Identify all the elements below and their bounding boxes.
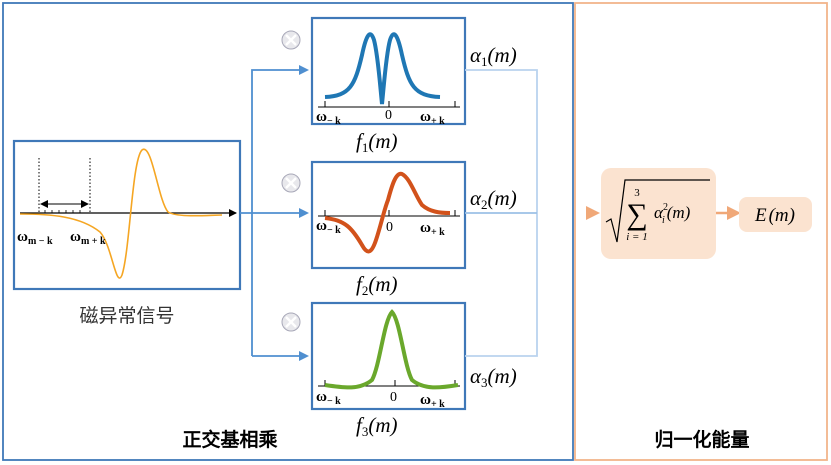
basis-curve-2 — [324, 171, 451, 254]
signal-curve — [19, 148, 223, 279]
multiply-icon — [281, 173, 301, 193]
basis-box-1: ω− k 0 ω+ k — [310, 16, 467, 127]
svg-text:0: 0 — [390, 390, 397, 405]
left-panel — [2, 2, 574, 461]
sum-symbol: ∑ — [626, 198, 647, 231]
coef-label-1: α1(m) — [470, 43, 517, 69]
svg-text:ω− k: ω− k — [316, 218, 341, 236]
energy-label: E(m) — [754, 205, 795, 226]
basis-curve-1 — [324, 32, 441, 105]
basis-box-3: ω− k 0 ω+ k — [310, 301, 467, 411]
coef-label-3: α3(m) — [470, 364, 517, 390]
svg-text:ω+ k: ω+ k — [420, 109, 445, 127]
energy-output-box: E(m) — [739, 197, 812, 232]
left-section-caption: 正交基相乘 — [182, 428, 277, 451]
multiply-icon — [281, 312, 301, 332]
svg-text:ω+ k: ω+ k — [420, 220, 445, 238]
basis-label-1: f1(m) — [356, 129, 398, 155]
multiply-icon — [281, 30, 301, 50]
sum-upper: 3 — [634, 187, 640, 199]
svg-text:0: 0 — [386, 220, 393, 235]
multiply-icons — [281, 30, 301, 332]
signal-box: ωm − k ωm + k — [12, 139, 242, 291]
basis-box-2: ω− k 0 ω+ k — [310, 160, 467, 270]
svg-text:ω− k: ω− k — [316, 389, 341, 407]
merge-lines — [465, 69, 600, 357]
basis-curve-3 — [324, 309, 459, 390]
signal-tick-left: ωm − k — [17, 229, 53, 247]
right-section-caption: 归一化能量 — [654, 428, 749, 451]
signal-tick-right: ωm + k — [70, 229, 106, 247]
signal-caption: 磁异常信号 — [79, 305, 174, 327]
svg-text:0: 0 — [385, 108, 392, 123]
svg-text:ω+ k: ω+ k — [420, 392, 445, 410]
svg-text:ω− k: ω− k — [316, 109, 341, 127]
distribution-lines — [240, 65, 309, 361]
basis-label-2: f2(m) — [356, 272, 398, 298]
right-panel — [574, 2, 828, 461]
basis-label-3: f3(m) — [356, 413, 398, 439]
sum-lower: i = 1 — [626, 231, 647, 243]
coef-label-2: α2(m) — [470, 186, 517, 212]
